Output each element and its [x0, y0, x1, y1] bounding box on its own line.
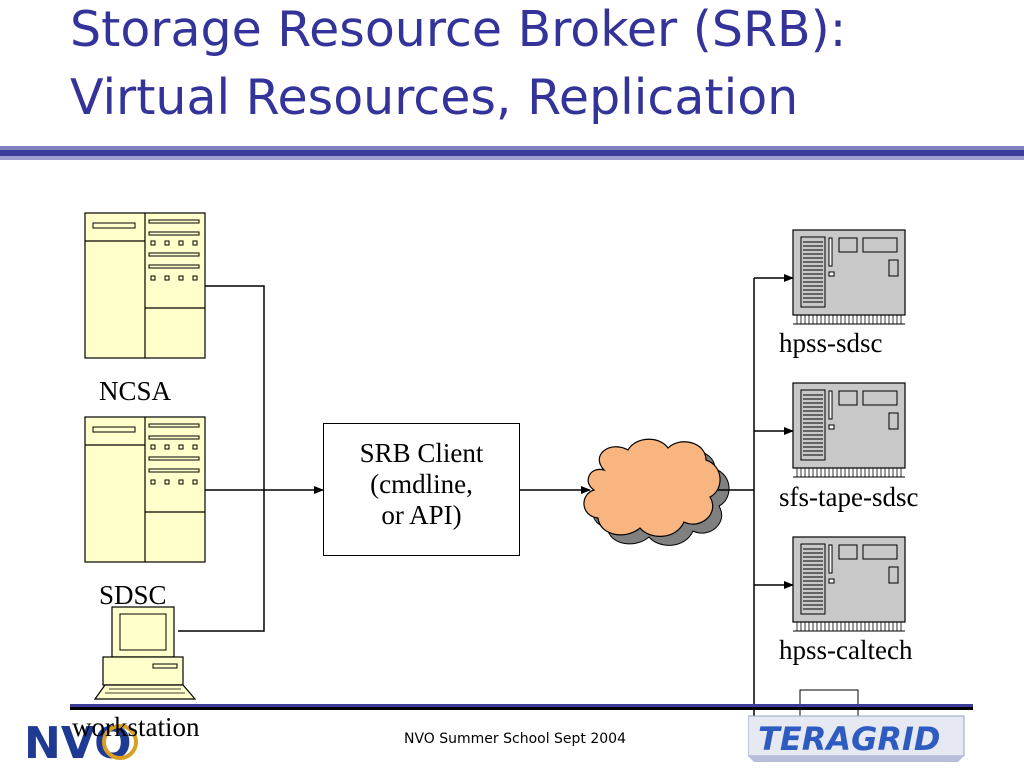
- desktop-computer-icon: [93, 606, 197, 700]
- footer-text: NVO Summer School Sept 2004: [403, 731, 626, 747]
- client-line-3: or API): [381, 500, 462, 530]
- teragrid-logo-text: TERAGRID: [758, 720, 940, 758]
- hpss-caltech-storage-icon: [792, 536, 906, 632]
- hpss-sdsc-label: hpss-sdsc: [779, 328, 883, 358]
- title-line-2: Virtual Resources, Replication: [70, 69, 799, 126]
- title-line-1: Storage Resource Broker (SRB):: [70, 1, 847, 58]
- ncsa-server-icon: [84, 212, 206, 359]
- teragrid-logo-icon: TERAGRID: [748, 715, 965, 762]
- client-line-2: (cmdline,: [370, 469, 473, 499]
- footer-divider: [70, 704, 973, 710]
- hpss-caltech-label: hpss-caltech: [779, 635, 913, 665]
- ncsa-connector: [178, 285, 265, 632]
- client-line-1: SRB Client: [359, 438, 484, 468]
- hpss-sdsc-storage-icon: [792, 229, 906, 325]
- title-divider: [0, 146, 1024, 160]
- workstation-label: workstation: [72, 712, 200, 742]
- nvo-logo-icon: NVO: [24, 718, 138, 768]
- sfs-tape-sdsc-storage-icon: [792, 382, 906, 478]
- cloud-icon: [583, 438, 730, 546]
- slide-title: Storage Resource Broker (SRB): Virtual R…: [70, 0, 1010, 132]
- sdsc-label: SDSC: [99, 580, 167, 610]
- ncsa-label: NCSA: [99, 376, 172, 406]
- sdsc-server-icon: [84, 416, 206, 563]
- srb-client-box: SRB Client (cmdline, or API): [323, 423, 520, 556]
- sfs-tape-sdsc-label: sfs-tape-sdsc: [779, 482, 919, 512]
